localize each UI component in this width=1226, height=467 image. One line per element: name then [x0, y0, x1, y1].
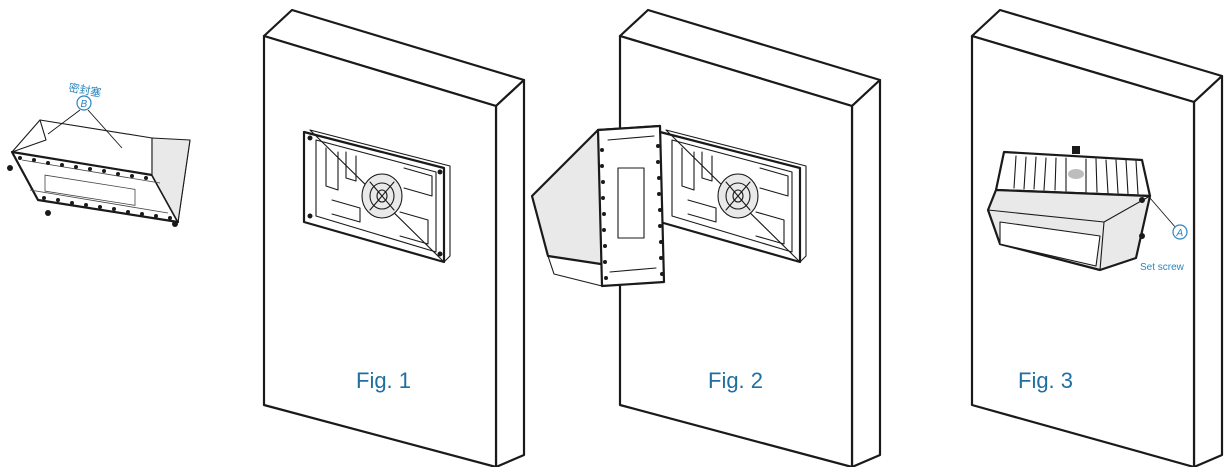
wall-front-face [262, 34, 498, 467]
fig-3-label: Fig. 3 [1018, 368, 1073, 393]
detail-screw-row [7, 156, 178, 227]
seal-plug-label: 密封塞 [67, 80, 102, 100]
mounting-plate [658, 129, 807, 264]
fixture-fin-row [600, 144, 664, 280]
fig-2-label: Fig. 2 [708, 368, 763, 393]
wall-side-face [1192, 74, 1224, 467]
wall-side-face [494, 78, 526, 467]
callout-a-letter: A [1176, 228, 1184, 239]
wall-side-face [850, 78, 882, 467]
hinged-fixture [530, 124, 666, 288]
callout-a-circle [1172, 224, 1188, 240]
figure-3: A Set screw Fig. 3 [970, 8, 1224, 467]
mounting-plate [302, 129, 451, 264]
figure-2: Fig. 2 [530, 8, 882, 467]
seal-leader-left [47, 109, 81, 135]
figure-1: Fig. 1 [262, 8, 526, 467]
callout-b-circle [76, 95, 92, 111]
fixture-detail: B 密封塞 [7, 80, 191, 227]
seal-leader-right [87, 109, 123, 149]
fig-1-label: Fig. 1 [356, 368, 411, 393]
callout-b-letter: B [81, 99, 88, 110]
set-screw-label: Set screw [1140, 262, 1185, 273]
mounted-fixture [986, 146, 1152, 272]
set-screw-leader [1149, 197, 1177, 229]
